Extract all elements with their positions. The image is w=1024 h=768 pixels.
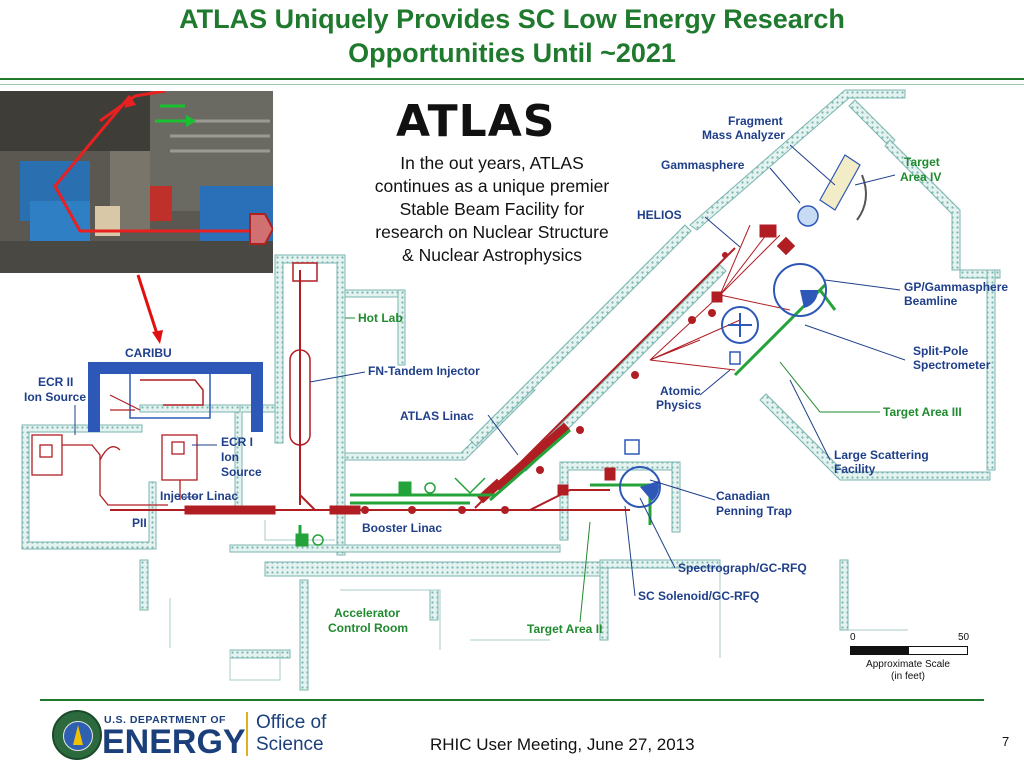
label-fragment-mass-analyzer-1: Fragment	[728, 114, 783, 128]
scale-caption: Approximate Scale (in feet)	[850, 659, 966, 683]
label-hot-lab: Hot Lab	[358, 311, 403, 325]
leader-lines	[74, 144, 906, 597]
label-spectrograph: Spectrograph/GC-RFQ	[678, 561, 807, 575]
caribu-pointer-arrow	[136, 274, 163, 344]
label-gammasphere: Gammasphere	[661, 158, 745, 172]
scale-caption-line-2: (in feet)	[891, 671, 925, 682]
label-fragment-mass-analyzer-2: Mass Analyzer	[702, 128, 785, 142]
label-caribu: CARIBU	[125, 346, 172, 360]
label-atlas-linac: ATLAS Linac	[400, 409, 474, 423]
label-ecr-i-2: Ion	[221, 450, 239, 464]
title-divider	[0, 78, 1024, 80]
beamline-nodes	[238, 252, 728, 514]
label-accelerator-control-1: Accelerator	[334, 606, 400, 620]
blurb-line-3: Stable Beam Facility for	[399, 199, 585, 219]
footer-divider	[40, 699, 984, 701]
caribu-photo-illustration	[0, 91, 273, 273]
blurb-line-4: research on Nuclear Structure	[375, 222, 609, 242]
label-ecr-ii-1: ECR II	[38, 375, 73, 389]
label-target-area-iv-2: Area IV	[900, 170, 941, 184]
scale-bar	[850, 646, 968, 655]
label-helios: HELIOS	[637, 208, 682, 222]
leader-lines-green	[345, 317, 880, 623]
scale-caption-line-1: Approximate Scale	[866, 659, 950, 670]
title-divider-light	[0, 84, 1024, 85]
label-ecr-i-1: ECR I	[221, 435, 253, 449]
doe-department-text: U.S. DEPARTMENT OF	[104, 714, 226, 726]
building-walls	[21, 89, 1001, 691]
ecr-sources	[31, 434, 198, 506]
label-ecr-ii-2: Ion Source	[24, 390, 86, 404]
label-atomic-physics-1: Atomic	[660, 384, 701, 398]
label-booster-linac: Booster Linac	[362, 521, 442, 535]
label-gp-gammasphere-1: GP/Gammasphere	[904, 280, 1008, 294]
label-large-scattering-2: Facility	[834, 462, 876, 476]
building-outline	[169, 520, 908, 681]
doe-logo-separator	[246, 712, 248, 756]
label-pii: PII	[132, 516, 147, 530]
caribu-enclosure	[88, 362, 263, 432]
atlas-floor-plan: Fragment Mass Analyzer Gammasphere Targe…	[21, 89, 1008, 691]
label-atomic-physics-2: Physics	[656, 398, 702, 412]
atlas-wordmark: ATLAS	[396, 96, 556, 147]
blurb-line-5: & Nuclear Astrophysics	[402, 245, 582, 265]
label-accelerator-control-2: Control Room	[328, 621, 408, 635]
caribu-photo	[0, 91, 273, 273]
doe-energy-text: ENERGY	[102, 723, 246, 761]
diagram-labels: Fragment Mass Analyzer Gammasphere Targe…	[24, 114, 1008, 636]
label-target-area-iv-1: Target	[904, 155, 940, 169]
blurb-line-2: continues as a unique premier	[374, 176, 610, 196]
title-line-1: ATLAS Uniquely Provides SC Low Energy Re…	[179, 4, 845, 34]
label-target-area-iii: Target Area III	[883, 405, 962, 419]
office-line-2: Science	[256, 734, 324, 755]
beamline	[110, 224, 796, 515]
slide-title: ATLAS Uniquely Provides SC Low Energy Re…	[0, 2, 1024, 70]
office-line-1: Office of	[256, 712, 327, 733]
meeting-caption: RHIC User Meeting, June 27, 2013	[430, 735, 695, 754]
label-canadian-penning-1: Canadian	[716, 489, 770, 503]
label-split-pole-2: Spectrometer	[913, 358, 991, 372]
label-gp-gammasphere-2: Beamline	[904, 294, 958, 308]
scale-numbers: 0 50	[850, 632, 970, 646]
label-ecr-i-3: Source	[221, 465, 262, 479]
label-injector-linac: Injector Linac	[160, 489, 238, 503]
scale-max: 50	[958, 632, 970, 643]
scale-min: 0	[850, 632, 856, 643]
label-canadian-penning-2: Penning Trap	[716, 504, 792, 518]
label-split-pole-1: Split-Pole	[913, 344, 969, 358]
label-target-area-ii: Target Area II	[527, 622, 602, 636]
page-number: 7	[1002, 734, 1010, 749]
doe-seal-icon	[52, 710, 102, 760]
label-sc-solenoid: SC Solenoid/GC-RFQ	[638, 589, 759, 603]
office-of-science: Office of Science	[256, 712, 326, 756]
atlas-blurb: In the out years, ATLAS continues as a u…	[352, 152, 632, 267]
label-large-scattering-1: Large Scattering	[834, 448, 929, 462]
spectrometers	[619, 154, 867, 508]
label-fn-tandem: FN-Tandem Injector	[368, 364, 480, 378]
scale-bar-legend: 0 50 Approximate Scale (in feet)	[850, 632, 970, 683]
title-line-2: Opportunities Until ~2021	[348, 38, 676, 68]
blurb-line-1: In the out years, ATLAS	[400, 153, 584, 173]
